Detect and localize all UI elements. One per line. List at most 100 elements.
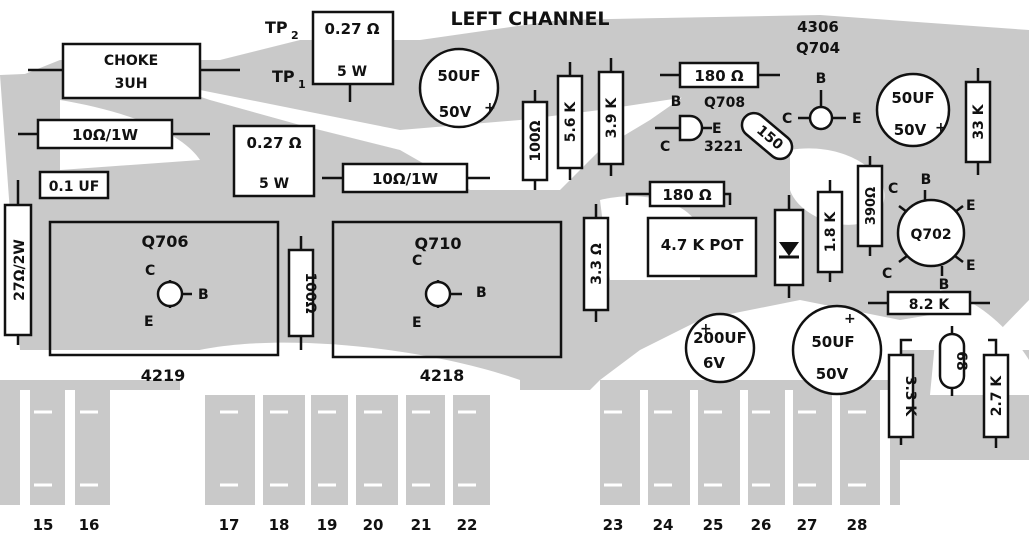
q710-pin-e: E xyxy=(412,315,422,331)
q704-number: 4306 xyxy=(797,18,839,36)
tp2-label: TP xyxy=(265,18,288,37)
resistor-33k-top: 33 K xyxy=(964,68,992,175)
q708-label: Q708 xyxy=(704,95,745,111)
q708-pin-b: B xyxy=(671,94,682,110)
q706-label: Q706 xyxy=(142,232,189,251)
resistor-10-ohm-b-value: 10Ω/1W xyxy=(372,170,439,188)
transistor-q702: Q702 B E C E C B xyxy=(882,172,976,293)
resistor-5-6k-value: 5.6 K xyxy=(563,101,579,143)
q704-pin-e: E xyxy=(852,111,862,127)
q710-label: Q710 xyxy=(415,234,462,253)
terminal-16: 16 xyxy=(79,516,100,534)
terminal-18: 18 xyxy=(269,516,290,534)
q702-label: Q702 xyxy=(910,227,951,243)
resistor-0-27-ohm-mid: 0.27 Ω 5 W xyxy=(232,124,316,198)
cap-50uf-left-plus: + xyxy=(484,100,496,116)
capacitor-0-1uf: 0.1 UF xyxy=(38,170,110,200)
resistor-150: 150 xyxy=(740,111,794,161)
q702-pin-b-top: B xyxy=(921,172,932,188)
cap-50uf-left-voltage: 50V xyxy=(439,103,472,121)
resistor-2-7k: 2.7 K xyxy=(982,338,1010,448)
cap-50uf-bottom-value: 50UF xyxy=(811,333,854,351)
terminal-26: 26 xyxy=(751,516,772,534)
transistor-q706-heatsink: Q706 C B E xyxy=(48,220,280,357)
resistor-10-ohm-b: 10Ω/1W xyxy=(322,162,490,194)
q706-pin-b: B xyxy=(198,287,209,303)
cap-200uf-value: 200UF xyxy=(693,329,747,347)
resistor-5-6k: 5.6 K xyxy=(556,62,584,180)
resistor-100-ohm-b: 100Ω xyxy=(287,236,318,350)
resistor-8-2k: 8.2 K xyxy=(868,290,990,316)
transistor-q708: B C E Q708 3221 xyxy=(655,94,745,155)
q706-pin-e: E xyxy=(144,314,154,330)
resistor-3-3-value: 3.3 Ω xyxy=(589,243,605,285)
q702-pin-e-top: E xyxy=(966,198,976,214)
resistor-2-7k-value: 2.7 K xyxy=(989,375,1005,417)
resistor-100-ohm-a: 100Ω xyxy=(521,90,549,190)
q702-pin-e-bottom: E xyxy=(966,258,976,274)
tp1-sub: 1 xyxy=(298,78,306,91)
capacitor-50uf-bottom: 50UF 50V + xyxy=(791,304,883,396)
resistor-0-27-mid-power: 5 W xyxy=(259,176,289,192)
diode xyxy=(773,195,805,298)
resistor-390-ohm: 390Ω xyxy=(856,156,884,256)
capacitor-50uf-right: 50UF 50V + xyxy=(875,72,951,148)
tp2-sub: 2 xyxy=(291,29,299,42)
test-point-tp1: TP 1 xyxy=(272,67,306,91)
resistor-10-ohm-a: 10Ω/1W xyxy=(18,118,210,150)
terminal-28: 28 xyxy=(847,516,868,534)
terminal-24: 24 xyxy=(653,516,674,534)
q708-pin-c: C xyxy=(660,139,670,155)
resistor-100-ohm-b-value: 100Ω xyxy=(302,272,318,313)
q706-part-number: 4219 xyxy=(141,366,186,385)
q708-pin-e: E xyxy=(712,121,722,137)
terminal-17: 17 xyxy=(219,516,240,534)
resistor-180-top-value: 180 Ω xyxy=(694,67,744,85)
terminal-27: 27 xyxy=(797,516,818,534)
resistor-0-27-ohm-top: 0.27 Ω 5 W xyxy=(311,10,395,102)
resistor-1-8k-value: 1.8 K xyxy=(823,211,839,253)
resistor-180-mid-value: 180 Ω xyxy=(662,186,712,204)
cap-50uf-left-value: 50UF xyxy=(437,67,480,85)
pot-value: 4.7 K POT xyxy=(661,236,744,254)
resistor-10-ohm-a-value: 10Ω/1W xyxy=(72,126,139,144)
choke-value: 3UH xyxy=(115,76,148,92)
resistor-180-ohm-mid: 180 Ω xyxy=(625,180,732,208)
q702-pin-c-top: C xyxy=(888,181,898,197)
test-point-tp2: TP 2 xyxy=(265,18,299,42)
terminal-23: 23 xyxy=(603,516,624,534)
q704-pin-b: B xyxy=(816,71,827,87)
resistor-0-27-top-power: 5 W xyxy=(337,64,367,80)
cap-50uf-bottom-voltage: 50V xyxy=(816,365,849,383)
q708-number: 3221 xyxy=(704,139,743,155)
q704-label: Q704 xyxy=(796,39,840,57)
capacitor-50uf-left: 50UF 50V + xyxy=(418,47,500,129)
resistor-27-ohm-value: 27Ω/2W xyxy=(12,239,28,301)
cap-50uf-right-voltage: 50V xyxy=(894,121,927,139)
cap-200uf-plus: + xyxy=(700,321,712,337)
resistor-1-8k: 1.8 K xyxy=(816,180,844,282)
resistor-68-value: 68 xyxy=(953,351,969,370)
transistor-q704: 4306 Q704 B C E xyxy=(782,18,862,131)
q710-part-number: 4218 xyxy=(420,366,465,385)
q704-pin-c: C xyxy=(782,111,792,127)
resistor-390-value: 390Ω xyxy=(864,187,879,225)
q706-pin-c: C xyxy=(145,263,155,279)
resistor-3-9k: 3.9 K xyxy=(597,58,625,176)
resistor-68: 68 xyxy=(938,326,969,396)
pad-marks xyxy=(34,410,866,487)
choke-inductor: CHOKE 3UH xyxy=(28,42,240,100)
resistor-0-27-top-value: 0.27 Ω xyxy=(325,20,380,38)
terminal-15: 15 xyxy=(33,516,54,534)
choke-label: CHOKE xyxy=(104,53,158,69)
cap-50uf-right-value: 50UF xyxy=(891,89,934,107)
resistor-3-3k-bottom-value: 3.3 K xyxy=(902,376,918,418)
tp1-label: TP xyxy=(272,67,295,86)
diagram-title: LEFT CHANNEL xyxy=(450,8,609,30)
q710-pin-c: C xyxy=(412,253,422,269)
terminal-25: 25 xyxy=(703,516,724,534)
resistor-3-9k-value: 3.9 K xyxy=(604,97,620,139)
resistor-3-3-ohm: 3.3 Ω xyxy=(582,204,610,322)
